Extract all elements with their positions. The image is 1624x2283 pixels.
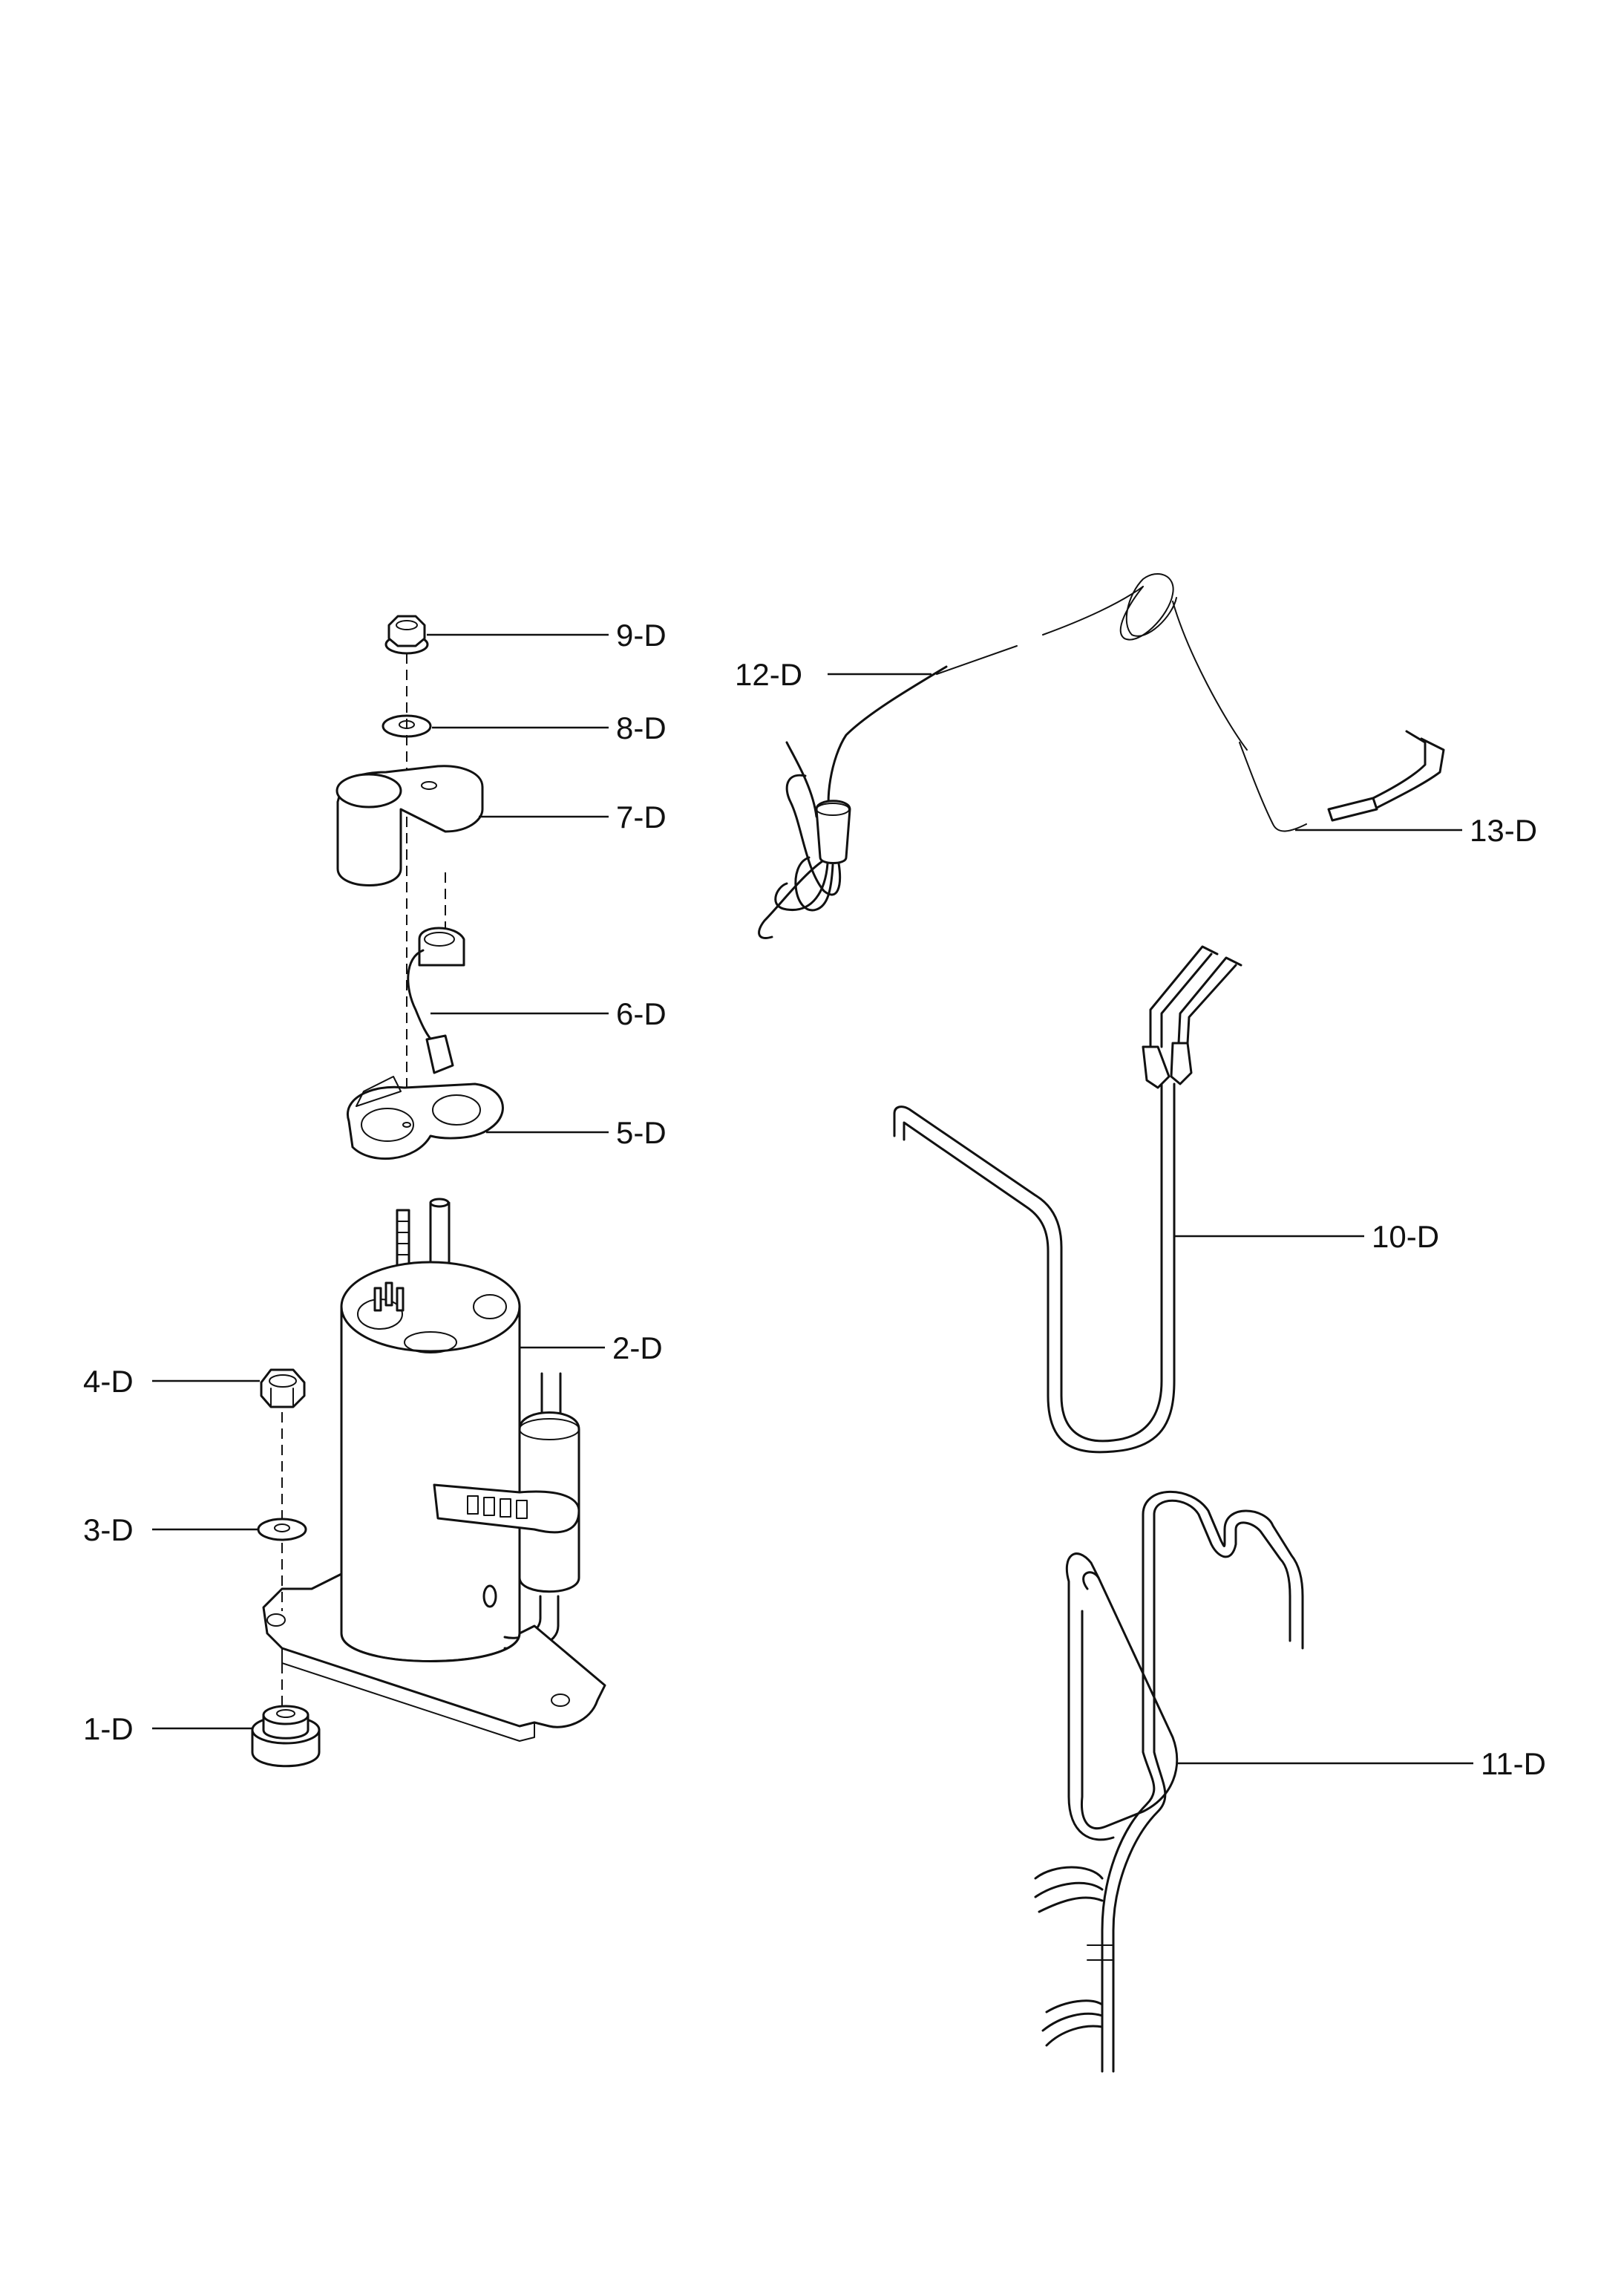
part-accumulator — [433, 1372, 580, 1650]
callout-12-d: 12-D — [735, 657, 802, 692]
callout-1-d: 1-D — [83, 1711, 134, 1746]
callout-4-d: 4-D — [83, 1364, 134, 1399]
part-terminal-gasket — [347, 1076, 504, 1160]
part-hex-nut — [260, 1368, 306, 1408]
leader-lines — [152, 633, 1473, 1765]
part-terminal-cover — [335, 765, 484, 886]
callout-5-d: 5-D — [616, 1115, 667, 1150]
callout-3-d: 3-D — [83, 1512, 134, 1547]
callout-2-d: 2-D — [612, 1330, 663, 1365]
callout-10-d: 10-D — [1372, 1219, 1439, 1254]
callout-8-d: 8-D — [616, 711, 667, 745]
callout-7-d: 7-D — [616, 800, 667, 835]
part-flange-nut — [384, 615, 429, 655]
part-pipe-10 — [893, 945, 1242, 1454]
part-capillary-assembly — [758, 572, 1445, 939]
part-overload-protector — [407, 872, 465, 1074]
part-base-plate — [262, 1396, 606, 1742]
callout-6-d: 6-D — [616, 996, 667, 1031]
part-washer-lower — [257, 1518, 307, 1541]
part-rubber-grommet — [251, 1663, 321, 1768]
callout-9-d: 9-D — [616, 618, 667, 653]
callout-13-d: 13-D — [1470, 813, 1537, 848]
part-compressor — [340, 1261, 521, 1662]
callout-11-d: 11-D — [1481, 1746, 1546, 1781]
part-pipe-11 — [1034, 1490, 1304, 2073]
